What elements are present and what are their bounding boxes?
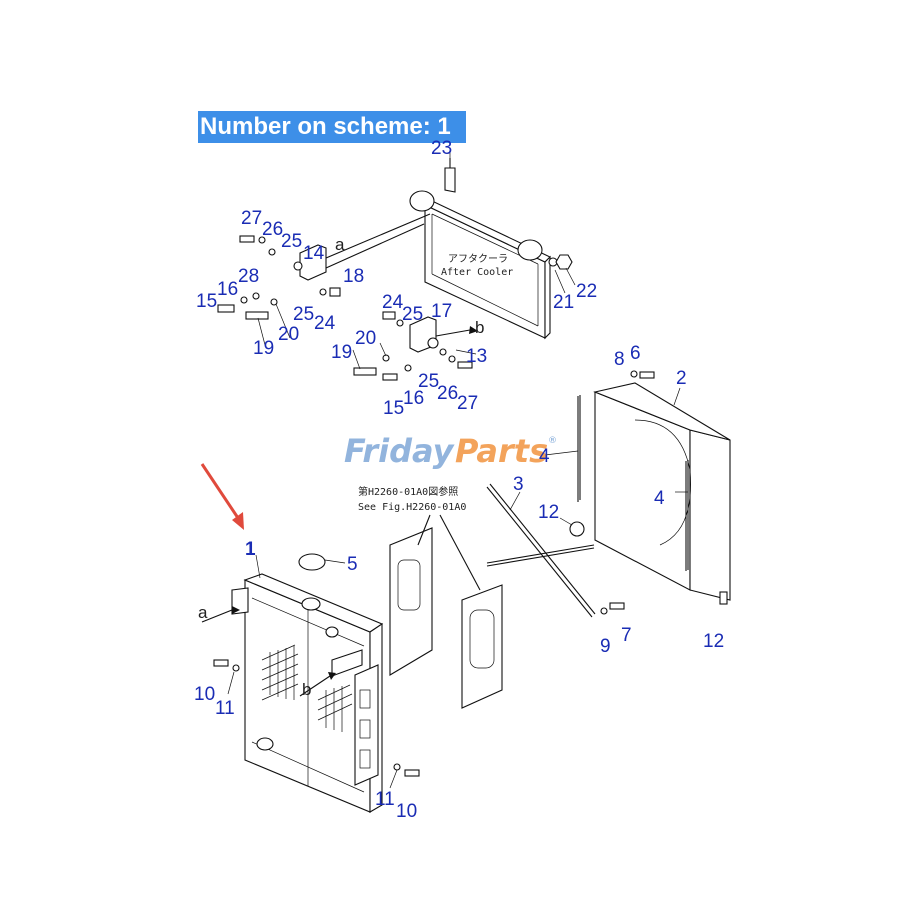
- bolt-27b: [457, 361, 473, 369]
- fan-shroud-assembly: [577, 370, 731, 605]
- bolt-19: [245, 311, 269, 320]
- nut-22: [555, 254, 573, 270]
- callout-14: 14: [303, 243, 325, 264]
- callout-28: 28: [238, 266, 259, 287]
- ref-letter-b-bottom: b: [302, 680, 311, 699]
- bolt-6: [639, 371, 655, 379]
- callout-4a: 4: [539, 446, 550, 467]
- bolt-10a: [213, 659, 229, 667]
- bolt-10b: [404, 769, 420, 777]
- callout-9: 9: [600, 636, 611, 657]
- callout-26b: 26: [437, 383, 458, 404]
- callout-numbers: 23 27 26 25 14 28 18 15 16 25 24 19 20 2…: [194, 138, 724, 822]
- callout-5: 5: [347, 554, 358, 575]
- callout-24b: 24: [382, 292, 404, 313]
- bolt-15: [217, 304, 235, 313]
- radiator-cap-5: [298, 553, 326, 571]
- callout-16b: 16: [403, 388, 424, 409]
- callout-8: 8: [614, 349, 625, 370]
- callout-12b: 12: [703, 631, 724, 652]
- bolt-27: [239, 235, 255, 243]
- stay-rods: [486, 483, 625, 618]
- callout-22: 22: [576, 281, 597, 302]
- callout-11b: 11: [375, 789, 395, 810]
- callout-13: 13: [466, 346, 487, 367]
- side-cover-right: [461, 584, 503, 709]
- shroud-top: [593, 382, 731, 441]
- callout-10: 10: [194, 684, 215, 705]
- radiator-right-bracket: [331, 649, 363, 677]
- callout-17: 17: [431, 301, 452, 322]
- radiator-assembly: [201, 553, 420, 813]
- side-cover-left: [389, 527, 433, 676]
- callout-15b: 15: [383, 398, 404, 419]
- radiator-side-plate: [354, 664, 379, 786]
- after-cooler-label-en: After Cooler: [441, 267, 513, 278]
- shroud-side: [689, 429, 731, 601]
- radiator-mesh-right: [317, 684, 353, 732]
- callout-25: 25: [281, 231, 302, 252]
- callout-1: 1: [245, 539, 256, 560]
- callout-20b: 20: [355, 328, 376, 349]
- callout-27: 27: [241, 208, 262, 229]
- watermark-friday: Friday: [344, 432, 455, 470]
- callout-19b: 19: [331, 342, 352, 363]
- radiator-mesh-left: [261, 644, 299, 701]
- callout-26: 26: [262, 219, 283, 240]
- see-fig-label-en: See Fig.H2260-01A0: [358, 502, 466, 513]
- center-bracket-hardware: [353, 311, 478, 381]
- after-cooler-outlet-pipe: [517, 239, 543, 261]
- bolt-7: [609, 602, 625, 610]
- callout-18: 18: [343, 266, 364, 287]
- scheme-number-banner: Number on scheme: 1: [198, 111, 466, 143]
- callout-7: 7: [621, 625, 632, 646]
- after-cooler-side-edge: [544, 255, 551, 340]
- callout-24: 24: [314, 313, 336, 334]
- bracket-14: [299, 244, 327, 281]
- ref-letter-b-top: b: [475, 318, 484, 337]
- callout-4b: 4: [654, 488, 665, 509]
- side-covers: 第H2260-01A0図参照 See Fig.H2260-01A0: [358, 485, 503, 709]
- callout-2: 2: [676, 368, 687, 389]
- callout-23: 23: [431, 138, 452, 159]
- callout-20: 20: [278, 324, 299, 345]
- callout-25c: 25: [402, 304, 423, 325]
- callout-6: 6: [630, 343, 641, 364]
- left-bracket-hardware: [217, 213, 573, 320]
- ref-letter-a-top: a: [335, 235, 345, 254]
- ref-letter-a-bottom: a: [198, 603, 208, 622]
- after-cooler-inlet-pipe: [409, 190, 435, 212]
- cap-12: [569, 521, 585, 537]
- callout-12a: 12: [538, 502, 559, 523]
- red-pointer-arrow: [200, 463, 244, 530]
- watermark: Friday Parts ®: [344, 432, 557, 470]
- callout-16: 16: [217, 279, 238, 300]
- watermark-registered-mark: ®: [548, 436, 557, 446]
- callout-10b: 10: [396, 801, 417, 822]
- callout-25b: 25: [293, 304, 314, 325]
- watermark-parts: Parts: [455, 432, 548, 470]
- see-fig-label-jp: 第H2260-01A0図参照: [358, 485, 458, 498]
- radiator-filler-neck: [301, 597, 321, 611]
- callout-15: 15: [196, 291, 217, 312]
- callout-25d: 25: [418, 371, 439, 392]
- after-cooler-label-jp: アフタクーラ: [448, 253, 508, 265]
- bracket-23: [444, 167, 456, 193]
- leader-lines: [227, 150, 688, 789]
- bolt-12b: [719, 591, 728, 605]
- after-cooler-assembly: アフタクーラ After Cooler: [409, 158, 551, 340]
- callout-21: 21: [553, 292, 574, 313]
- callout-27b: 27: [457, 393, 478, 414]
- bolt-15b: [382, 373, 398, 381]
- callout-11: 11: [215, 698, 235, 719]
- callout-19: 19: [253, 338, 274, 359]
- bolt-19b: [353, 367, 377, 376]
- callout-3: 3: [513, 474, 524, 495]
